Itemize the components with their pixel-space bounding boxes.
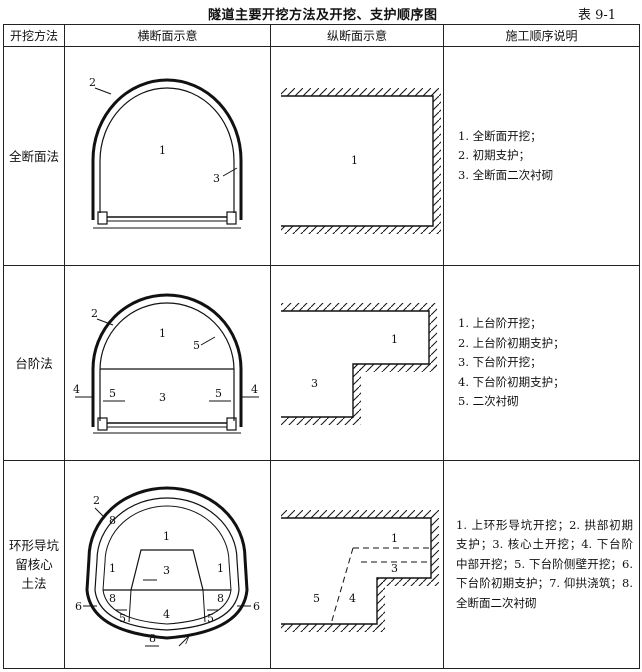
label-3: 3 [391,562,398,575]
bench-longitudinal-diagram: 1 3 [281,302,437,425]
header-cross-section: 横断面示意 [64,24,271,47]
label-5: 5 [119,612,126,625]
ring-heading-cross-section-diagram: 2 8 1 1 3 1 6 8 5 4 5 8 6 8 7 [75,486,260,647]
label-3: 3 [159,391,166,404]
label-8: 8 [109,592,116,605]
label-2: 2 [91,307,98,320]
page-header: 隧道主要开挖方法及开挖、支护顺序图 表 9-1 [0,2,642,24]
cross-section-cell: 1 2 3 [64,46,271,266]
step-item: 4. 下台阶初期支护； [458,374,565,389]
step-item: 3. 下台阶开挖； [458,355,542,370]
method-full-face: 全断面法 [3,46,65,266]
label-5: 5 [215,387,222,400]
table-row: 全断面法 1 2 3 [3,46,640,266]
label-1: 1 [163,530,170,543]
label-8: 8 [109,514,116,527]
label-3: 3 [163,564,170,577]
step-item: 1. 上台阶开挖； [458,316,542,331]
step-item: 5. 二次衬砌 [458,394,519,409]
full-face-cross-section-diagram: 1 2 3 [89,76,243,228]
excavation-methods-table: 开挖方法 横断面示意 纵断面示意 施工顺序说明 全断面法 1 2 3 [3,24,640,669]
label-1: 1 [159,327,166,340]
method-ring-heading-core: 环形导坑 留核心 土法 [3,460,65,669]
label-2: 2 [89,76,96,89]
label-8: 8 [149,632,156,645]
label-5: 5 [193,339,200,352]
label-8: 8 [217,592,224,605]
label-5: 5 [207,612,214,625]
label-5: 5 [313,592,320,605]
step-item: 1. 全断面开挖； [458,128,542,143]
method-line: 留核心 [15,557,53,572]
longitudinal-section-cell: 1 3 5 4 [270,460,444,669]
label-1: 1 [391,532,398,545]
table-number: 表 9-1 [578,8,617,23]
step-item: 3. 全断面二次衬砌 [458,167,554,182]
label-4: 4 [251,383,258,396]
label-1: 1 [159,144,166,157]
method-line: 环形导坑 [8,538,59,553]
label-1: 1 [109,562,116,575]
label-4: 4 [349,592,356,605]
label-5: 5 [109,387,116,400]
label-1: 1 [351,154,358,167]
table-header-row: 开挖方法 横断面示意 纵断面示意 施工顺序说明 [3,24,640,47]
label-1: 1 [391,333,398,346]
sequence-bench: 1. 上台阶开挖； 2. 上台阶初期支护； 3. 下台阶开挖； 4. 下台阶初期… [443,265,640,461]
table-row: 环形导坑 留核心 土法 2 8 [3,460,640,669]
cross-section-cell: 2 8 1 1 3 1 6 8 5 4 5 8 6 8 7 [64,460,271,669]
method-bench: 台阶法 [3,265,65,461]
header-longitudinal-section: 纵断面示意 [270,24,444,47]
cross-section-cell: 1 2 3 4 4 5 5 5 [64,265,271,461]
label-2: 2 [93,494,100,507]
step-item: 2. 初期支护； [458,148,531,163]
label-6: 6 [253,600,260,613]
longitudinal-section-cell: 1 3 [270,265,444,461]
sequence-ring-heading-core: 1. 上环形导坑开挖；2. 拱部初期支护；3. 核心土开挖；4. 下台阶中部开挖… [443,460,640,669]
label-6: 6 [75,600,82,613]
table-title: 隧道主要开挖方法及开挖、支护顺序图 [208,8,438,23]
label-4: 4 [163,608,170,621]
step-item: 2. 上台阶初期支护； [458,335,565,350]
ring-heading-longitudinal-diagram: 1 3 5 4 [281,509,439,632]
label-1: 1 [217,562,224,575]
longitudinal-section-cell: 1 [270,46,444,266]
label-4: 4 [73,383,80,396]
bench-cross-section-diagram: 1 2 3 4 4 5 5 5 [73,293,259,433]
label-3: 3 [213,172,220,185]
header-method: 开挖方法 [3,24,65,47]
header-sequence: 施工顺序说明 [443,24,640,47]
full-face-longitudinal-diagram: 1 [281,87,441,234]
table-row: 台阶法 1 2 3 4 4 [3,265,640,461]
sequence-full-face: 1. 全断面开挖； 2. 初期支护； 3. 全断面二次衬砌 [443,46,640,266]
label-3: 3 [311,377,318,390]
method-line: 土法 [21,576,47,591]
label-7: 7 [183,634,190,647]
